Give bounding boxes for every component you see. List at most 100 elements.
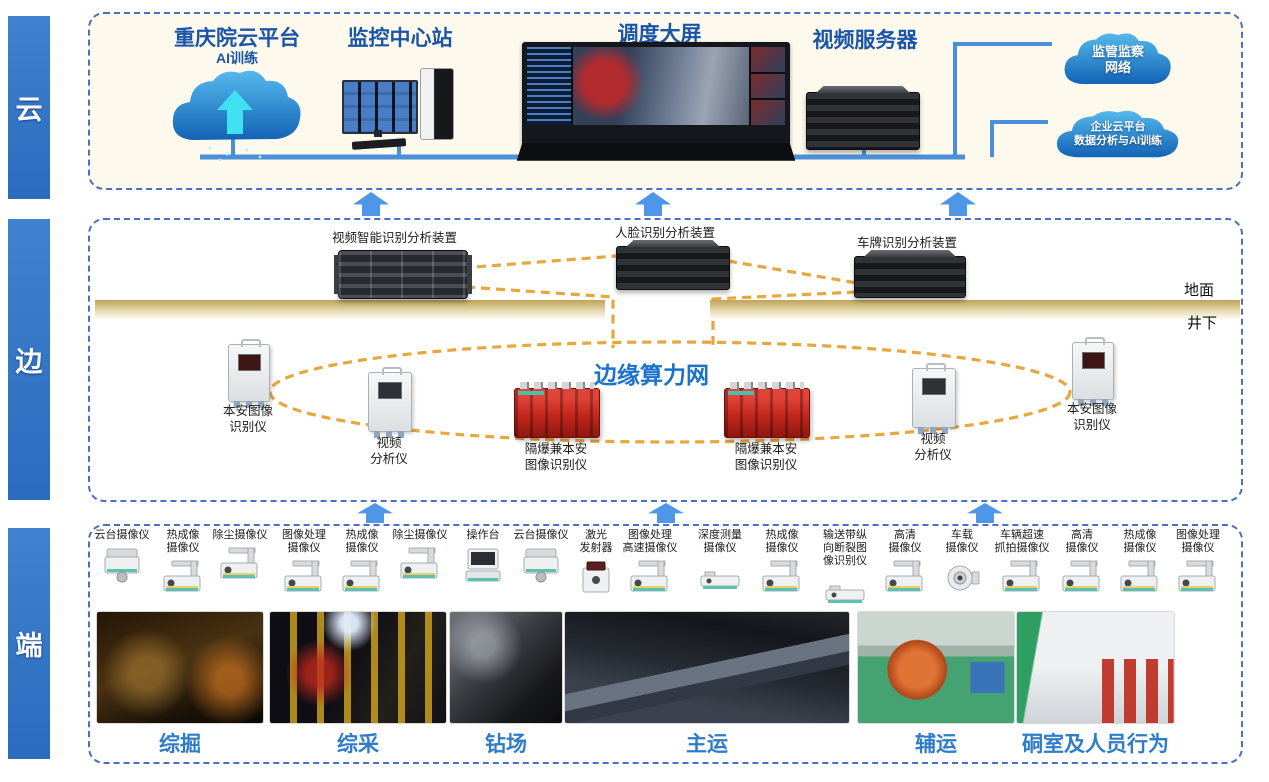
layer-bar-edge-label: 边 xyxy=(15,347,43,377)
end-device-label: 深度测量 摄像仪 xyxy=(698,529,742,555)
end-device: 云台摄像仪 xyxy=(508,529,574,592)
group-caption: 主运 xyxy=(686,733,728,756)
end-device-label: 激光 发射器 xyxy=(579,529,613,555)
end-device-label: 除尘摄像仪 xyxy=(212,529,268,541)
layer-arrows xyxy=(353,192,1003,523)
video-server-device xyxy=(806,92,920,150)
scene-photo xyxy=(97,612,263,723)
camera-icon xyxy=(1049,555,1115,605)
end-device-label: 云台摄像仪 xyxy=(513,529,569,541)
end-device-label: 高清 摄像仪 xyxy=(888,529,922,555)
video-analyzer-right xyxy=(912,363,956,434)
ptz-camera-icon xyxy=(89,542,155,592)
underground-label: 井下 xyxy=(1187,315,1218,332)
camera-icon xyxy=(271,555,337,605)
end-device: 除尘摄像仪 xyxy=(387,529,453,592)
dispatch-video-wall xyxy=(516,42,796,161)
camera-icon xyxy=(1165,555,1231,605)
layer-bar-end: 端 xyxy=(8,528,50,759)
camera-icon xyxy=(1107,555,1173,605)
up-arrow-icon xyxy=(940,192,976,216)
end-device: 车辆超速 抓拍摄像仪 xyxy=(989,529,1055,605)
up-arrow-icon xyxy=(357,503,393,523)
camera-icon xyxy=(387,542,453,592)
video-wall-main-view xyxy=(572,47,750,125)
monitor-station-title: 监控中心站 xyxy=(347,27,453,50)
scene-photo xyxy=(565,612,849,723)
up-arrow-icon xyxy=(967,503,1003,523)
edge-server-face-device xyxy=(616,246,730,290)
enterprise-cloud-icon: 企业云平台 数据分析与AI训练 xyxy=(1048,106,1188,170)
edge-network-dashed-lines xyxy=(268,254,1072,444)
video-server-title: 视频服务器 xyxy=(812,29,918,52)
end-device: 图像处理 摄像仪 xyxy=(271,529,337,605)
end-device-label: 车辆超速 抓拍摄像仪 xyxy=(994,529,1050,555)
flameproof-recognizer-left-label: 隔爆兼本安 图像识别仪 xyxy=(524,442,588,472)
group-caption: 硐室及人员行为 xyxy=(1022,733,1169,756)
end-device-label: 操作台 xyxy=(466,529,500,541)
end-device: 激光 发射器 xyxy=(563,529,629,605)
edge-server-video-label: 视频智能识别分析装置 xyxy=(331,231,457,245)
end-device-label: 云台摄像仪 xyxy=(94,529,150,541)
end-device-label: 图像处理 摄像仪 xyxy=(1176,529,1220,555)
end-device: 深度测量 摄像仪 xyxy=(687,529,753,605)
end-device-label: 热成像 摄像仪 xyxy=(765,529,799,555)
end-device-label: 热成像 摄像仪 xyxy=(1123,529,1157,555)
up-arrow-icon xyxy=(353,192,389,216)
layer-bar-cloud-label: 云 xyxy=(15,95,43,125)
end-device-label: 图像处理 摄像仪 xyxy=(282,529,326,555)
group-caption: 钻场 xyxy=(485,733,527,756)
end-device: 输送带纵 向断裂图 像识别仪 xyxy=(812,529,878,619)
flat-camera-icon xyxy=(812,569,878,619)
end-device: 车载 摄像仪 xyxy=(929,529,995,605)
end-device: 热成像 摄像仪 xyxy=(749,529,815,605)
end-device: 热成像 摄像仪 xyxy=(329,529,395,605)
ptz-camera-icon xyxy=(508,542,574,592)
cloud-platform-subtitle: AI训练 xyxy=(216,50,258,66)
video-wall-base xyxy=(516,143,796,161)
end-device: 云台摄像仪 xyxy=(89,529,155,592)
end-device: 图像处理 高速摄像仪 xyxy=(617,529,683,605)
camera-icon xyxy=(989,555,1055,605)
up-arrow-icon xyxy=(635,192,671,216)
ground-surface-label: 地面 xyxy=(1184,282,1215,299)
scene-photo xyxy=(1017,612,1174,723)
camera-icon xyxy=(872,555,938,605)
intrinsically-safe-recognizer-right-label: 本安图像 识别仪 xyxy=(1066,402,1117,432)
camera-icon xyxy=(207,542,273,592)
video-analyzer-left xyxy=(368,367,412,438)
end-device: 热成像 摄像仪 xyxy=(150,529,216,605)
enterprise-cloud-label: 企业云平台 数据分析与AI训练 xyxy=(1074,121,1162,147)
end-device-label: 除尘摄像仪 xyxy=(392,529,448,541)
edge-server-plate-label: 车牌识别分析装置 xyxy=(856,236,957,250)
monitor-stand xyxy=(374,130,382,137)
pc-tower xyxy=(420,68,454,140)
scene-photo xyxy=(858,612,1014,723)
cloud-platform-title: 重庆院云平台 xyxy=(174,27,300,50)
camera-icon xyxy=(617,555,683,605)
regulator-cloud-label: 监管监察 网络 xyxy=(1091,43,1144,75)
end-device-label: 图像处理 高速摄像仪 xyxy=(622,529,678,555)
laser-emitter-icon xyxy=(563,555,629,605)
intrinsically-safe-recognizer-right xyxy=(1072,337,1114,406)
layer-bar-end-label: 端 xyxy=(15,631,43,661)
dispatch-screen-title: 调度大屏 xyxy=(617,23,702,46)
camera-icon xyxy=(329,555,395,605)
edge-server-video-device xyxy=(334,250,472,299)
camera-icon xyxy=(749,555,815,605)
scene-photo xyxy=(270,612,446,723)
end-device: 高清 摄像仪 xyxy=(1049,529,1115,605)
flat-camera-icon xyxy=(687,555,753,605)
scene-photo xyxy=(450,612,562,723)
console-icon xyxy=(450,542,516,592)
video-wall-thumbnails xyxy=(751,47,785,126)
video-wall-sidebar xyxy=(527,47,571,125)
end-device-label: 热成像 摄像仪 xyxy=(166,529,200,555)
up-arrow-icon xyxy=(648,503,684,523)
camera-icon xyxy=(150,555,216,605)
video-analyzer-left-label: 视频 分析仪 xyxy=(370,436,408,466)
video-analyzer-right-label: 视频 分析仪 xyxy=(914,432,952,462)
edge-server-face-label: 人脸识别分析装置 xyxy=(614,226,715,240)
